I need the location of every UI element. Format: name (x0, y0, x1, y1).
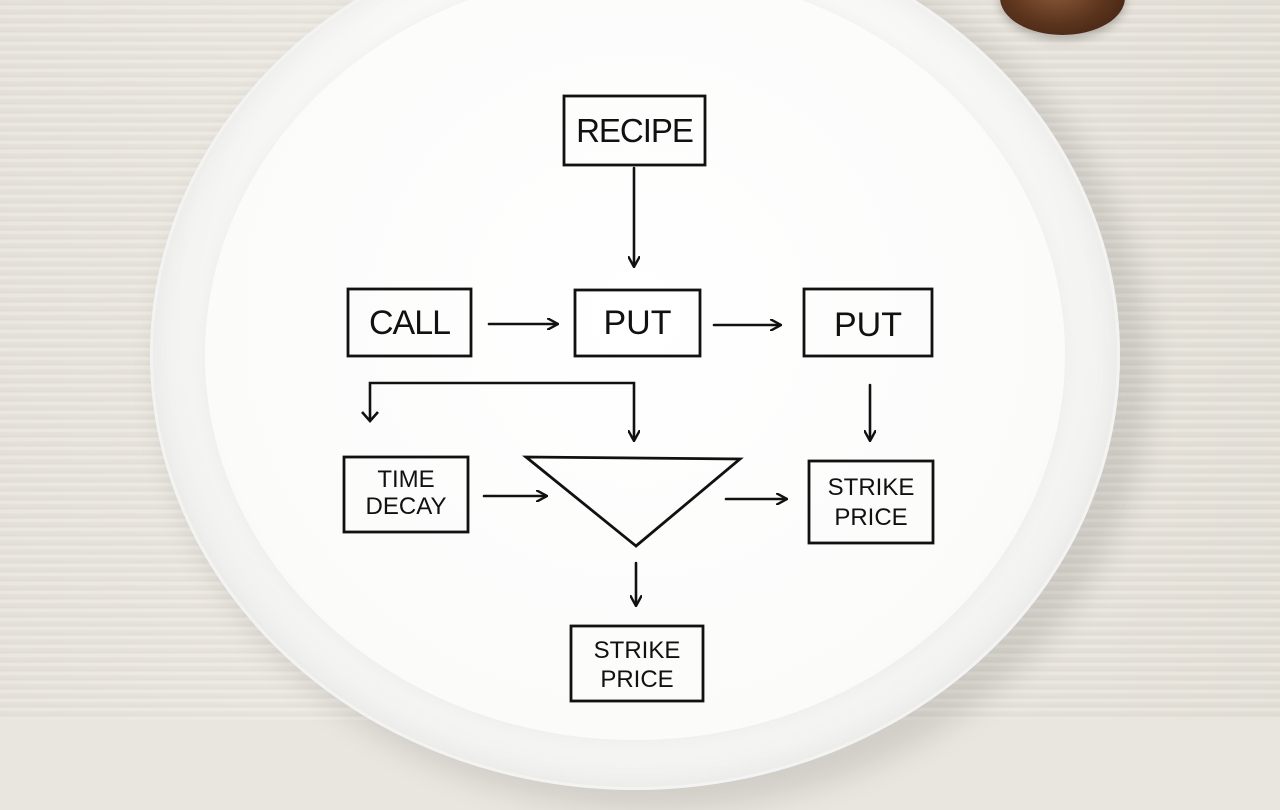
plate-center (205, 0, 1065, 740)
time-decay-label: TIME DECAY (344, 466, 468, 520)
arrow-bracket-connector (368, 381, 634, 440)
strike-right-line2: PRICE (834, 504, 908, 531)
strike-price-bottom-box (569, 624, 705, 703)
strike-price-right-box (807, 459, 935, 545)
call-box (346, 287, 473, 358)
strike-price-bottom-label: STRIKE PRICE (571, 636, 703, 694)
recipe-box (562, 94, 707, 167)
time-decay-box (342, 455, 470, 534)
strike-bottom-line2: PRICE (600, 666, 674, 693)
flow-diagram (342, 94, 935, 703)
time-decay-line2: DECAY (365, 493, 447, 520)
put-right-box (802, 287, 934, 358)
strike-price-right-label: STRIKE PRICE (809, 473, 933, 533)
time-decay-line1: TIME (377, 466, 435, 493)
recipe-label: RECIPE (576, 112, 694, 149)
call-label: CALL (368, 304, 451, 342)
strike-bottom-line1: STRIKE (593, 637, 681, 664)
put-center-label: PUT (603, 304, 672, 342)
triangle-node (521, 455, 744, 548)
put-center-box (573, 288, 702, 358)
strike-right-line1: STRIKE (827, 474, 915, 501)
bracket-left-arrowhead (361, 411, 379, 423)
put-right-label: PUT (834, 306, 902, 344)
